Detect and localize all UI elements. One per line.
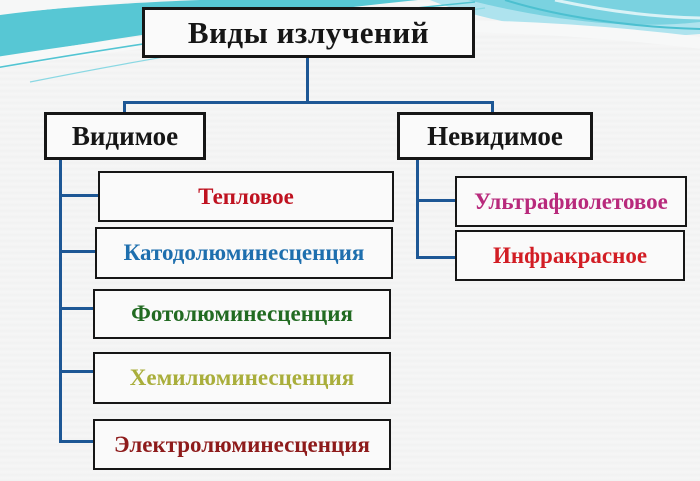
leaf-node-cathodoluminescence: Катодолюминесценция: [95, 227, 393, 279]
root-node-radiation-types: Виды излучений: [142, 7, 475, 58]
connector-stub-infrared: [416, 256, 456, 259]
connector-branch-crossbar: [123, 101, 494, 104]
branch-node-invisible-label: Невидимое: [427, 120, 563, 151]
leaf-node-electroluminescence-label: Электролюминесценция: [114, 431, 370, 457]
leaf-node-electroluminescence: Электролюминесценция: [93, 419, 391, 470]
leaf-node-infrared-label: Инфракрасное: [492, 242, 648, 268]
connector-invisible-spine: [416, 160, 419, 259]
connector-stub-ultraviolet: [416, 199, 456, 202]
leaf-node-infrared: Инфракрасное: [455, 230, 685, 281]
connector-invisible-drop: [491, 101, 494, 113]
connector-stub-electro: [59, 440, 95, 443]
leaf-node-thermal: Тепловое: [98, 171, 394, 222]
branch-node-visible: Видимое: [44, 112, 206, 160]
connector-visible-spine: [59, 160, 62, 443]
leaf-node-chemiluminescence: Хемилюминесценция: [93, 352, 391, 404]
branch-node-visible-label: Видимое: [71, 120, 179, 151]
root-node-label: Виды излучений: [187, 14, 430, 50]
connector-stub-thermal: [59, 194, 100, 197]
branch-node-invisible: Невидимое: [397, 112, 593, 160]
leaf-node-ultraviolet-label: Ультрафиолетовое: [474, 188, 668, 214]
leaf-node-photoluminescence-label: Фотолюминесценция: [131, 301, 353, 326]
leaf-node-cathodoluminescence-label: Катодолюминесценция: [123, 240, 365, 265]
connector-visible-drop: [123, 101, 126, 113]
connector-stub-chemi: [59, 370, 95, 373]
leaf-node-ultraviolet: Ультрафиолетовое: [455, 176, 687, 227]
leaf-node-thermal-label: Тепловое: [198, 183, 294, 209]
connector-root-stem: [306, 56, 309, 103]
leaf-node-photoluminescence: Фотолюминесценция: [93, 289, 391, 339]
leaf-node-chemiluminescence-label: Хемилюминесценция: [129, 365, 355, 390]
connector-stub-cathodo: [59, 250, 97, 253]
connector-stub-photo: [59, 307, 95, 310]
